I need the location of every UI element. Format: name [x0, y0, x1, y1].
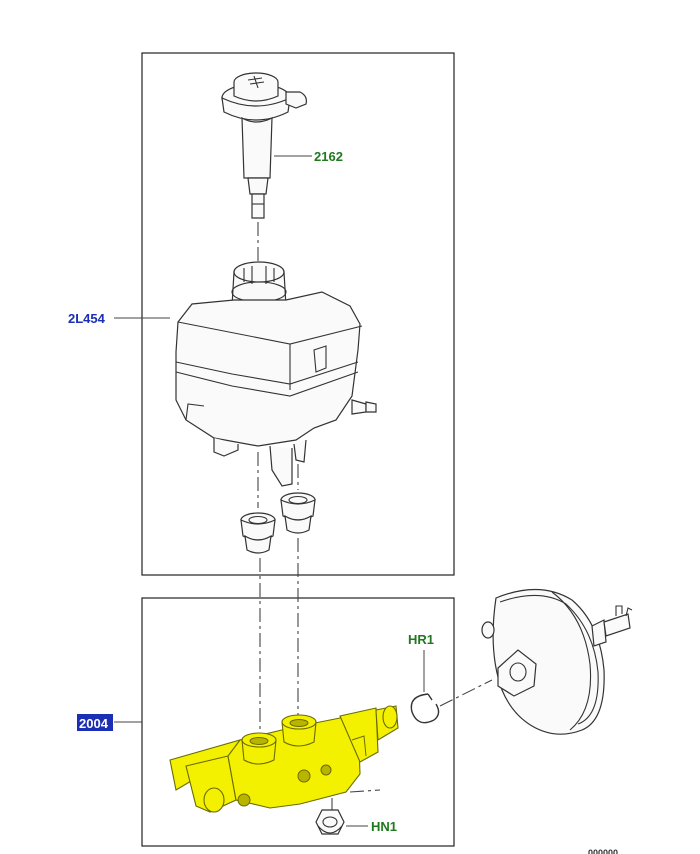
callout-cap[interactable]: 2162 [314, 149, 343, 164]
callout-clip[interactable]: HR1 [408, 632, 434, 647]
reservoir-cap-part[interactable] [221, 72, 307, 219]
figure-reference: 000000 [588, 848, 618, 854]
fluid-reservoir-part[interactable] [175, 261, 377, 487]
seal-right [280, 492, 316, 534]
callout-master-cylinder[interactable]: 2004 [79, 716, 109, 731]
callout-nut[interactable]: HN1 [371, 819, 397, 834]
seal-left [240, 512, 276, 554]
callout-master-cylinder-bg [77, 714, 113, 731]
brake-booster-part[interactable] [481, 588, 633, 735]
retaining-clip-part[interactable] [410, 693, 440, 724]
flange-nut-part[interactable] [315, 809, 345, 835]
callout-reservoir[interactable]: 2L454 [68, 311, 106, 326]
master-cylinder-part[interactable] [169, 705, 399, 813]
